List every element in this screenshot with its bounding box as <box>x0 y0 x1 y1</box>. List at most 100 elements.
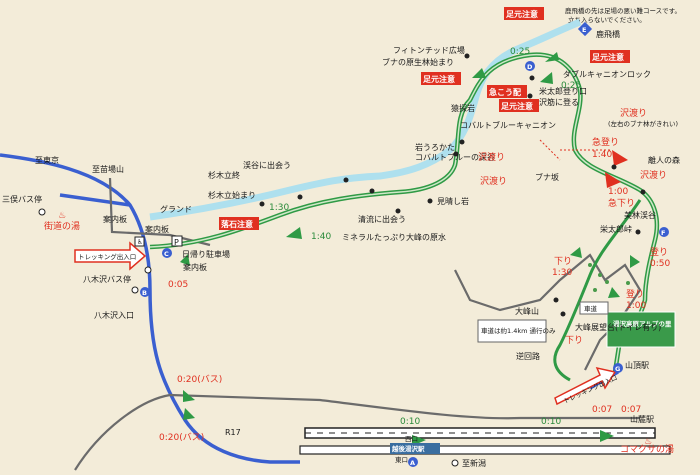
label-seiryu: 清流に出会う <box>358 214 406 224</box>
time-007b: 0:07 <box>621 405 641 415</box>
label-kaido-no-yu: 街道の湯 <box>44 220 80 232</box>
river <box>149 18 582 221</box>
marker-d <box>525 61 535 71</box>
dot-9 <box>427 198 433 204</box>
arrow-2 <box>540 72 553 84</box>
time-130: 1:30 <box>269 203 289 213</box>
label-observatory: 大峰展望台(トイレ有り) <box>575 322 661 332</box>
road-r17 <box>74 393 640 471</box>
trekking-exit-label: トレッキング出入口 <box>562 373 619 406</box>
label-yonetarou: 米太郎登り口 <box>539 86 587 96</box>
label-sugikidachi-start: 杉木立始まり <box>208 190 256 200</box>
label-ground: グランド <box>160 204 192 214</box>
label-higaeri: 日帰り駐車場 <box>182 249 230 259</box>
time-kyukudari: 急下り <box>608 197 635 209</box>
label-mineral: ミネラルたっぷり大峰の原水 <box>342 232 446 242</box>
time-100b: 1:00 <box>626 301 646 311</box>
dot-12 <box>611 164 617 170</box>
label-r17: R17 <box>225 428 241 437</box>
label-higashiguchi: 東口 <box>395 455 408 464</box>
marker-b-label: B <box>142 289 147 297</box>
yuzawa-box <box>606 311 676 348</box>
marker-g-label: G <box>615 365 620 373</box>
bus-stop-mitsumata <box>38 208 46 216</box>
red-arrow-1 <box>612 150 628 166</box>
label-nishiguchi: 西口 <box>405 435 418 443</box>
hotspring-icon-1: ♨ <box>58 211 66 221</box>
marker-d-label: D <box>527 63 533 71</box>
arrow-3 <box>472 68 486 78</box>
falling-rock-text: 落石注意 <box>221 219 253 229</box>
place-labels: 鹿飛橋 フィトンチッド広場 ブナの原生林始まり ダブルキャニオンロック 米太郎登… <box>2 29 680 468</box>
dot-14 <box>635 229 641 235</box>
time-007a: 0:07 <box>592 405 612 415</box>
red-arrow-2 <box>605 172 621 188</box>
label-double-canyon: ダブルキャニオンロック <box>563 69 651 79</box>
point-markers <box>38 27 646 467</box>
hotspring-icon-2: ♨ <box>644 437 652 447</box>
time-kyunobori: 急登り <box>592 136 619 148</box>
arrow-1 <box>545 52 559 62</box>
label-mioroshi: 見晴し岩 <box>437 196 469 206</box>
marker-a-label: A <box>410 459 415 467</box>
falling-rock-box <box>219 217 259 230</box>
time-kudari2: 下り <box>565 335 583 346</box>
time-labels: 0:25 0:25 1:30 1:40 0:05 0:20(バス) 0:20(バ… <box>159 47 670 443</box>
dangerous-text: 急こう配 <box>489 87 521 97</box>
lettered-markers: B C D E F G A <box>140 21 669 467</box>
label-naeba: 至苗場山 <box>92 164 124 174</box>
dot-7 <box>297 194 303 200</box>
dot-6 <box>343 177 349 183</box>
caution-text-2: 足元注意 <box>592 52 624 62</box>
dot-11 <box>369 188 375 194</box>
arrow-4 <box>286 227 302 239</box>
echigo-yuzawa-label: 越後湯沢駅 <box>391 444 425 453</box>
label-sawawatari-note: (左右のブナ林がきれい) <box>608 119 678 128</box>
car-road-note: 車道は約1.4km 通行のみ <box>481 326 556 335</box>
arrow-9 <box>600 430 614 442</box>
toilet-glyph: ♿ <box>137 238 143 246</box>
dot-2 <box>527 93 533 99</box>
toilet-icon <box>134 236 145 247</box>
label-to-tokyo: 至東京 <box>35 155 59 165</box>
dot-5 <box>453 151 459 157</box>
time-025a: 0:25 <box>510 47 530 57</box>
side-route-red <box>539 139 610 161</box>
label-to-niigata: 至新潟 <box>462 458 486 468</box>
road-to-naeba <box>108 177 211 247</box>
time-140: 1:40 <box>311 232 331 242</box>
label-sanroku: 山麓駅 <box>630 414 654 424</box>
bus-route <box>0 153 300 464</box>
time-140b: 1:40 <box>592 150 612 160</box>
label-annai1: 案内板 <box>103 214 127 224</box>
time-nobori1: 登り <box>650 247 668 258</box>
forest-trees <box>588 263 630 292</box>
time-005: 0:05 <box>168 280 188 290</box>
time-010b: 0:10 <box>541 417 561 427</box>
time-025b: 0:25 <box>561 81 581 91</box>
label-sarufuchi: 猿探岩 <box>451 103 475 113</box>
time-010a: 0:10 <box>400 417 420 427</box>
arrow-12 <box>630 255 640 268</box>
echigo-yuzawa-box <box>390 443 440 454</box>
marker-b <box>140 287 150 297</box>
caution-text-3: 足元注意 <box>423 74 455 84</box>
dangerous-box <box>487 85 527 98</box>
trail-inner <box>149 54 658 373</box>
label-eitaro: 栄太郎峠 <box>600 224 632 234</box>
car-road-note-box <box>477 319 547 343</box>
marker-e <box>577 21 593 37</box>
label-cobalt-valley: コバルトブルーの深谷 <box>415 152 495 162</box>
label-sawawatari4: 沢渡り <box>640 169 667 181</box>
label-komakusa: コマクサの湯 <box>620 444 674 455</box>
facility-icons: ♿ P ♨ ♨ <box>58 211 652 447</box>
trekking-exit-marker: トレッキング出入口 <box>554 366 619 406</box>
point-niigata <box>451 459 459 467</box>
direction-arrows <box>180 52 640 446</box>
label-annai2: 案内板 <box>145 224 169 234</box>
label-gyakku: 逆回路 <box>516 351 540 361</box>
bus-route-stub <box>59 193 131 207</box>
caution-box-4 <box>499 99 539 112</box>
label-fitoncide: フィトンチッド広場 <box>393 45 465 55</box>
bus-stop-2 <box>144 266 152 274</box>
